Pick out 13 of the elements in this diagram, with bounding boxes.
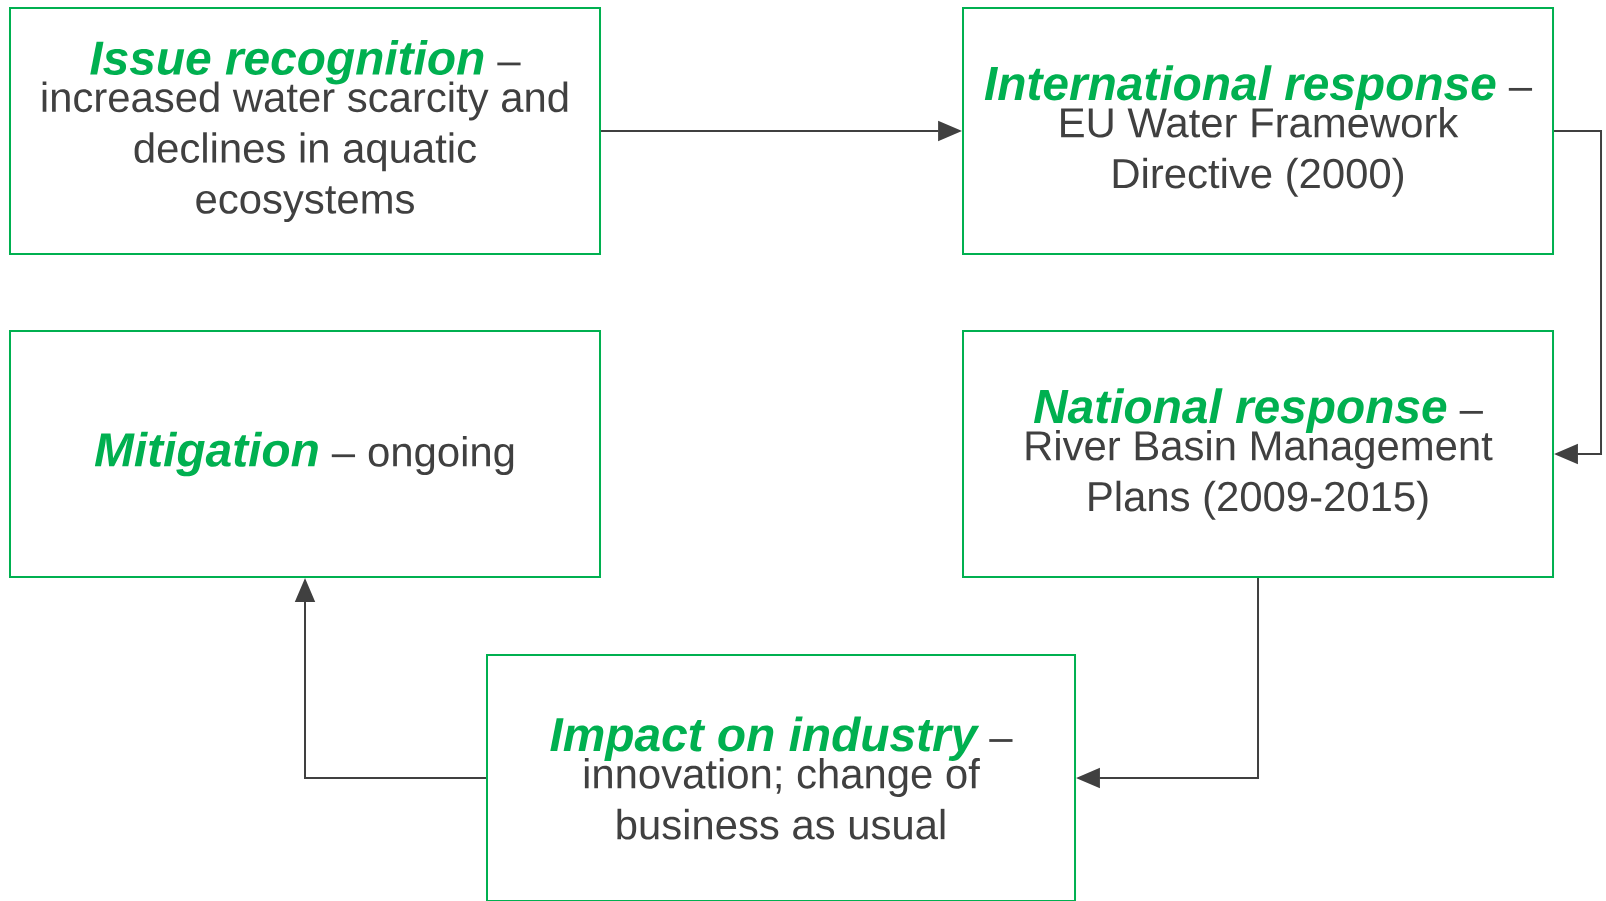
process-box xyxy=(9,7,601,255)
body-text: ongoing xyxy=(368,436,514,476)
process-box xyxy=(962,330,1554,578)
heading: Mitigation xyxy=(94,431,318,477)
process-box xyxy=(962,7,1554,255)
arrow xyxy=(1553,130,1602,465)
process-box xyxy=(486,654,1076,901)
heading-dash: – xyxy=(331,454,356,458)
heading-dash: – xyxy=(989,739,1013,742)
heading-dash: – xyxy=(1508,87,1533,91)
heading-dash: – xyxy=(1459,410,1483,414)
heading-dash: – xyxy=(497,62,521,66)
process-box xyxy=(9,330,601,578)
